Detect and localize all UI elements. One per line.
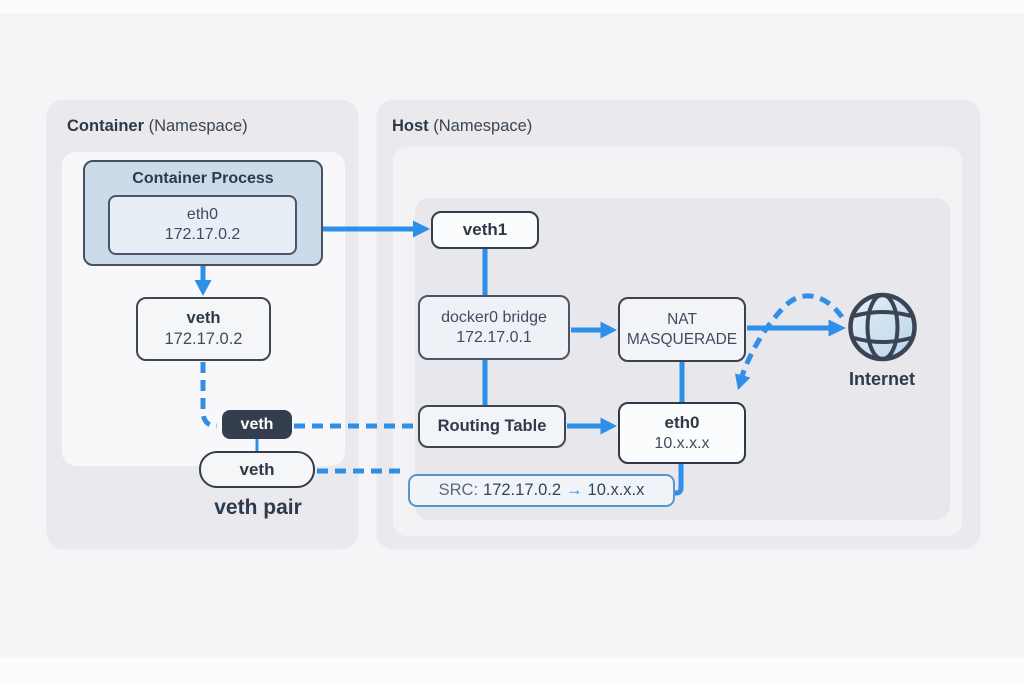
docker0-bridge-box: docker0 bridge 172.17.0.1 <box>418 295 570 360</box>
top-margin-strip <box>0 0 1024 13</box>
arrowhead-eth0host <box>600 417 617 435</box>
veth-pill: veth <box>199 451 315 488</box>
container-title-rest: (Namespace) <box>144 117 248 135</box>
container-veth-name: veth <box>186 309 221 328</box>
container-eth0-name: eth0 <box>186 206 219 223</box>
container-panel-title: Container (Namespace) <box>67 117 248 136</box>
link-eth0host-to-src <box>674 463 684 496</box>
container-process-title: Container Process <box>132 170 274 187</box>
veth-pair-label: veth pair <box>214 496 302 519</box>
src-prefix: SRC: <box>438 481 479 500</box>
dashed-veth-elbow <box>200 362 218 429</box>
arrowhead-internet <box>828 319 846 337</box>
container-veth-box: veth 172.17.0.2 <box>136 297 271 361</box>
src-arrow-glyph: → <box>566 481 583 500</box>
src-from-ip: 172.17.0.2 <box>483 481 562 500</box>
veth-pill-label: veth <box>239 459 275 479</box>
internet-label: Internet <box>848 369 915 389</box>
nat-line1: NAT <box>667 311 697 329</box>
routing-table-label: Routing Table <box>437 417 547 436</box>
host-title-rest: (Namespace) <box>428 117 533 135</box>
arrowhead-nat <box>600 321 617 339</box>
nat-line2: MASQUERADE <box>626 330 738 348</box>
host-eth0-box: eth0 10.x.x.x <box>618 402 746 464</box>
veth1-box: veth1 <box>431 211 539 249</box>
container-eth0-ip: 172.17.0.2 <box>164 226 241 243</box>
nat-masquerade-box: NAT MASQUERADE <box>618 297 746 362</box>
arrowhead-veth1 <box>413 220 430 238</box>
container-eth0-box: eth0 172.17.0.2 <box>108 195 297 255</box>
container-veth-ip: 172.17.0.2 <box>164 330 243 348</box>
arrowhead-veth <box>194 280 212 296</box>
veth-badge-dark: veth <box>222 410 292 439</box>
src-to-ip: 10.x.x.x <box>587 481 645 500</box>
host-title-bold: Host <box>392 117 429 135</box>
routing-table-box: Routing Table <box>418 405 566 448</box>
container-title-bold: Container <box>67 117 145 135</box>
veth1-label: veth1 <box>462 220 508 240</box>
src-nat-label-box: SRC: 172.17.0.2 → 10.x.x.x <box>408 474 675 507</box>
bottom-margin-strip <box>0 657 1024 682</box>
docker0-name: docker0 bridge <box>441 308 547 326</box>
dashed-return-curve <box>738 293 845 380</box>
host-panel-title: Host (Namespace) <box>392 117 532 136</box>
veth-badge-label: veth <box>240 415 274 433</box>
host-eth0-name: eth0 <box>664 413 700 433</box>
arrowhead-return <box>735 373 751 390</box>
docker0-ip: 172.17.0.1 <box>456 328 532 346</box>
host-eth0-ip: 10.x.x.x <box>654 434 710 452</box>
globe-icon <box>845 289 921 367</box>
